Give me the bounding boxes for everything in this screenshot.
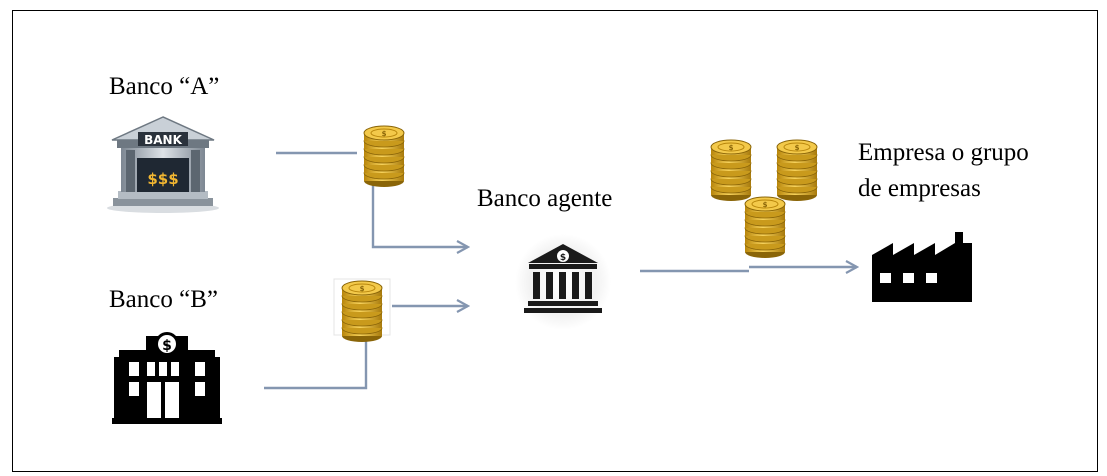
coin-stack-bank-a (363, 125, 405, 188)
connector-bank-a-to-agent (276, 151, 468, 247)
bank-b-dollar: $ (162, 338, 172, 354)
factory-icon (872, 232, 972, 302)
bank-b-icon: $ (112, 332, 222, 424)
agent-bank-label: Banco agente (477, 185, 613, 212)
coin-stack-agent-3 (744, 196, 786, 259)
connector-bank-b-to-agent (264, 306, 468, 390)
bank-a-icon: $$$ BANK (107, 116, 219, 213)
agent-bank-dollar: $ (560, 253, 566, 263)
agent-bank-icon: $ (515, 234, 611, 330)
coin-stack-agent-2 (776, 139, 818, 202)
coin-stack-bank-b (341, 280, 383, 343)
bank-a-label: Banco “A” (109, 73, 220, 100)
company-label-line1: Empresa o grupo (858, 139, 1029, 166)
bank-a-sign-label: BANK (144, 133, 182, 147)
bank-b-label: Banco “B” (109, 286, 218, 313)
bank-a-sign-text: $$$ (147, 170, 178, 188)
company-label-line2: de empresas (858, 175, 981, 202)
connector-agent-to-company (640, 267, 857, 271)
coin-stack-agent-1 (710, 139, 752, 202)
